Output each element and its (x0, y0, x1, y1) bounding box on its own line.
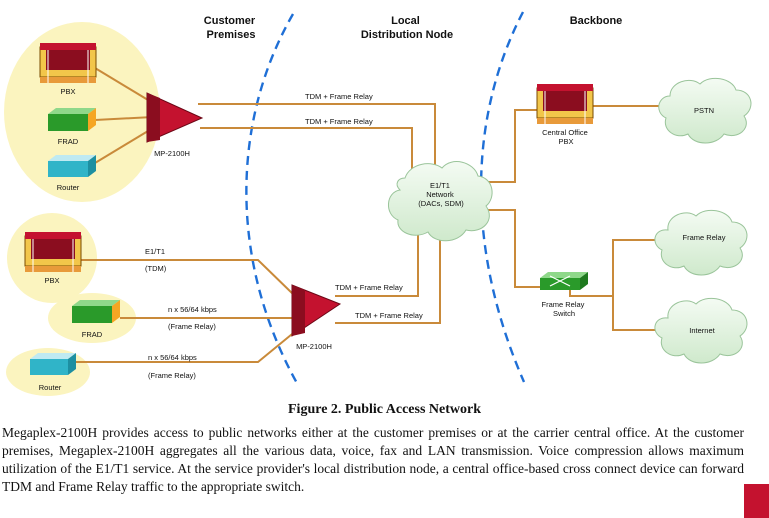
mux-bottom-icon (291, 284, 342, 337)
public-access-network-diagram: Customer Premises Local Distribution Nod… (4, 11, 752, 396)
link-label-top-1: TDM + Frame Relay (305, 92, 373, 101)
mux-bottom-label: MP-2100H (296, 342, 332, 351)
router-bottom-label: Router (39, 383, 62, 392)
network-cloud-label: E1/T1 Network (DACs, SDM) (418, 181, 464, 208)
link-label-e1t1: E1/T1 (145, 247, 165, 256)
link-label-fr-frad: (Frame Relay) (168, 322, 216, 331)
internet-cloud (654, 297, 748, 364)
router-top-icon (48, 155, 96, 177)
page-corner-tab (744, 484, 769, 518)
pbx-bottom-label: PBX (44, 276, 59, 285)
frame-relay-switch-label: Frame Relay Switch (541, 300, 586, 318)
link-label-tdm: (TDM) (145, 264, 167, 273)
pstn-cloud (658, 77, 752, 144)
router-top-label: Router (57, 183, 80, 192)
frame-relay-cloud (654, 209, 748, 276)
link-mux-bottom-1 (335, 226, 419, 297)
link-label-nx-frad: n x 56/64 kbps (168, 305, 217, 314)
mux-top-icon (146, 92, 204, 143)
link-label-bottom-2: TDM + Frame Relay (355, 311, 423, 320)
router-bottom-icon (30, 353, 76, 375)
link-frswitch-internet (578, 295, 668, 331)
e1t1-network-cloud (388, 161, 493, 242)
link-frswitch-framerelay (569, 239, 668, 297)
link-cloud-pbx (480, 109, 538, 183)
frad-bottom-icon (72, 300, 120, 323)
frame-relay-cloud-label: Frame Relay (683, 233, 726, 242)
zone-backbone-label: Backbone (570, 15, 623, 27)
link-label-bottom-1: TDM + Frame Relay (335, 283, 403, 292)
frad-top-icon (48, 108, 96, 131)
zone-customer-premises-label: Customer Premises (204, 15, 258, 41)
central-office-pbx-icon (536, 84, 594, 124)
link-label-nx-router: n x 56/64 kbps (148, 353, 197, 362)
pstn-label: PSTN (694, 106, 714, 115)
mux-top-label: MP-2100H (154, 149, 190, 158)
link-router-bottom (75, 329, 298, 363)
link-label-top-2: TDM + Frame Relay (305, 117, 373, 126)
zone-local-node-label: Local Distribution Node (361, 15, 453, 41)
frad-bottom-label: FRAD (82, 330, 103, 339)
link-pbx-top (94, 67, 154, 104)
link-label-fr-router: (Frame Relay) (148, 371, 196, 380)
body-paragraph: Megaplex-2100H provides access to public… (2, 425, 744, 494)
link-frad-top (94, 116, 154, 121)
zone-divider-right (479, 11, 526, 383)
link-router-top (94, 127, 154, 164)
figure-caption: Figure 2. Public Access Network (288, 402, 481, 417)
central-office-pbx-label: Central Office PBX (542, 128, 590, 146)
pbx-top-label: PBX (60, 87, 75, 96)
link-mux-top-1 (198, 103, 436, 175)
internet-label: Internet (689, 326, 715, 335)
pbx-bottom-icon (24, 232, 82, 272)
link-pbx-bottom (80, 259, 296, 297)
frame-relay-switch-icon (540, 272, 588, 290)
link-mux-bottom-2 (335, 226, 441, 324)
link-cloud-frswitch (480, 209, 548, 288)
pbx-top-icon (39, 43, 97, 83)
link-mux-top-2 (200, 127, 413, 175)
frad-top-label: FRAD (58, 137, 79, 146)
zone-divider-left (245, 13, 300, 386)
